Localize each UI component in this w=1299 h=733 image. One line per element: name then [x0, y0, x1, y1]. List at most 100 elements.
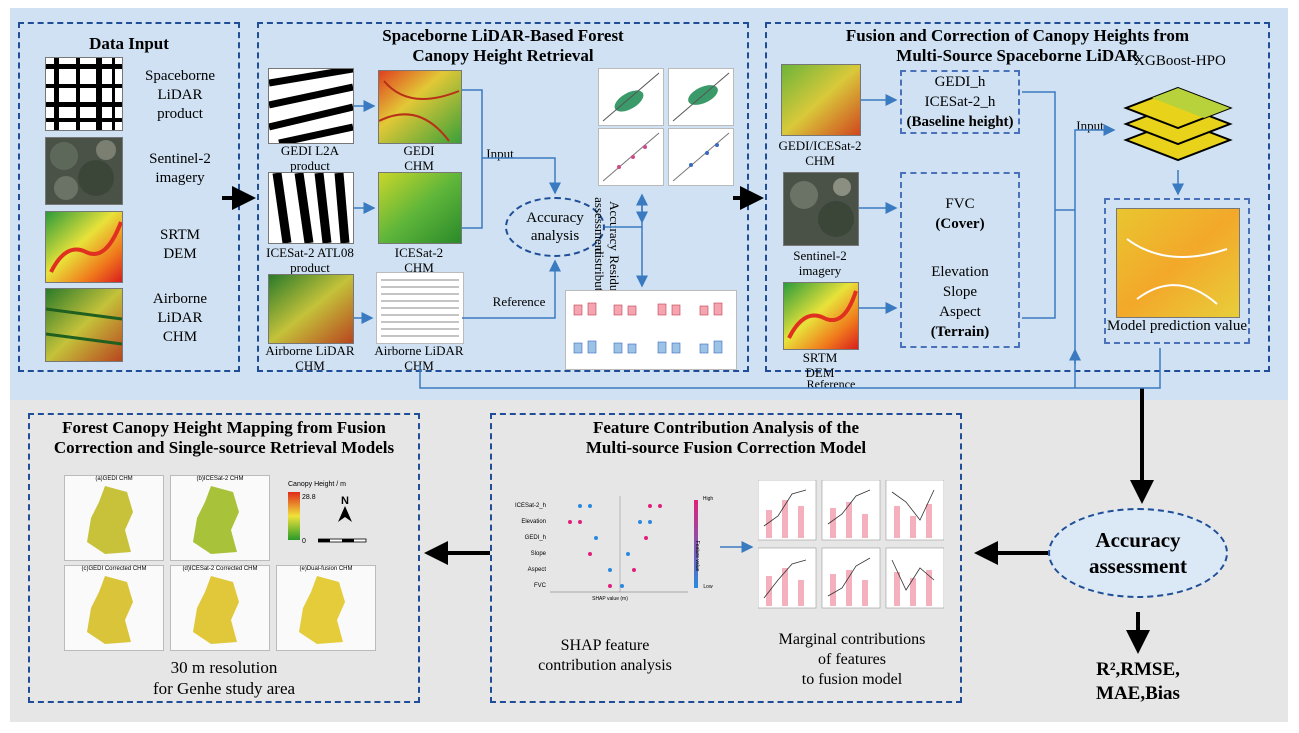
feature-panel: Feature Contribution Analysis of the Mul… [490, 413, 962, 703]
baseline-height-box: GEDI_h ICESat-2_h (Baseline height) [900, 70, 1020, 134]
metrics-line2: MAE,Bias [1096, 683, 1180, 704]
baseline-icesat-h: ICESat-2_h [924, 94, 996, 110]
map-title: (b)ICESat-2 CHM [196, 476, 244, 482]
sentinel-label-1: Sentinel-2 [149, 151, 211, 167]
cover-fvc: FVC [945, 196, 975, 212]
srtm-label-1: SRTM [160, 227, 200, 243]
airborne-chm-image [45, 288, 123, 362]
sentinel-fusion-label-1: Sentinel-2 [793, 248, 847, 263]
marginal-caption-line3: to fusion model [801, 671, 903, 688]
airborne-table-label-2: CHM [404, 358, 434, 373]
srtm-dem-image [45, 211, 123, 283]
airborne-label-2: LiDAR [157, 310, 203, 326]
baseline-height-label: (Baseline height) [906, 114, 1014, 130]
shap-feature-label: FVC [534, 583, 546, 589]
terrain-aspect: Aspect [939, 304, 981, 320]
spaceborne-label-3: product [157, 106, 203, 122]
cover-label: (Cover) [935, 216, 985, 232]
airborne-label-1: Airborne [152, 291, 208, 307]
model-prediction-box: Model prediction value [1104, 198, 1250, 344]
xgboost-label: XGBoost-HPO [1134, 53, 1226, 69]
legend-colorbar [288, 492, 300, 540]
icesat-atl08-label-2: product [290, 260, 330, 275]
retrieval-panel: Spaceborne LiDAR-Based Forest Canopy Hei… [257, 22, 749, 372]
retrieval-title-line1: Spaceborne LiDAR-Based Forest [382, 26, 624, 45]
shap-caption-line1: SHAP feature [560, 637, 650, 654]
map-title: (d)ICESat-2 Corrected CHM [182, 566, 258, 572]
airborne-table-thumbnail [376, 272, 464, 344]
icesat-chm-image [378, 172, 462, 244]
gedi-chm-image [378, 70, 462, 144]
sentinel-2-image [45, 137, 123, 205]
data-input-title: Data Input [89, 34, 169, 53]
spaceborne-lidar-product-image [45, 57, 123, 131]
mapping-title-line2: Correction and Single-source Retrieval M… [53, 438, 395, 457]
mapping-caption-line1: 30 m resolution [170, 658, 278, 677]
srtm-fusion-label-2: DEM [805, 365, 835, 380]
metrics-line1: R²,RMSE, [1096, 659, 1180, 680]
gedi-chm-label-1: GEDI [403, 143, 435, 158]
gedi-l2a-label-1: GEDI L2A [280, 143, 340, 158]
shap-feature-label: Slope [530, 551, 546, 557]
srtm-label-2: DEM [163, 246, 197, 262]
shap-high-label: High [702, 496, 714, 502]
scale-bar-icon [318, 538, 367, 543]
mapping-caption-line2: for Genhe study area [152, 679, 296, 698]
retrieval-title-line2: Canopy Height Retrieval [412, 46, 594, 65]
marginal-caption-line2: of features [818, 651, 886, 668]
gedi-icesat-chm-image [781, 64, 861, 136]
feature-title-line2: Multi-source Fusion Correction Model [585, 438, 867, 457]
model-prediction-label: Model prediction value [1107, 318, 1247, 334]
shap-feature-label: GEDI_h [524, 535, 546, 541]
airborne-retrieval-label-1: Airborne LiDAR [265, 343, 355, 358]
terrain-elevation: Elevation [931, 264, 989, 280]
map-title: (e)Dual-fusion CHM [299, 566, 353, 572]
legend-min: 0 [302, 538, 306, 545]
mapping-title-line1: Forest Canopy Height Mapping from Fusion [62, 418, 386, 437]
icesat-chm-label-1: ICESat-2 [394, 245, 444, 260]
airborne-label-3: CHM [162, 329, 198, 345]
shap-feature-label: Aspect [527, 567, 546, 573]
accuracy-analysis-line2: analysis [530, 228, 580, 244]
gedi-icesat-chm-label-2: CHM [805, 153, 835, 168]
gedi-icesat-chm-label-1: GEDI/ICESat-2 [778, 138, 862, 153]
fusion-panel: Fusion and Correction of Canopy Heights … [765, 22, 1270, 372]
icesat-atl08-label-1: ICESat-2 ATL08 [266, 245, 354, 260]
marginal-plots-grid [757, 479, 945, 610]
legend-max: 28.8 [302, 494, 316, 501]
airborne-retrieval-label-2: CHM [295, 358, 325, 373]
map-icesat-chm: (b)ICESat-2 CHM [170, 475, 270, 561]
legend-title: Canopy Height / m [288, 481, 346, 488]
retrieval-reference-label: Reference [492, 294, 546, 309]
srtm-fusion-label-1: SRTM [802, 350, 838, 365]
spaceborne-label-1: Spaceborne [145, 68, 215, 84]
icesat-chm-label-2: CHM [404, 260, 434, 275]
map-title: (c)GEDI Corrected CHM [81, 566, 147, 572]
shap-feature-label: ICESat-2_h [514, 503, 546, 509]
map-gedi-corrected-chm: (c)GEDI Corrected CHM [64, 565, 164, 651]
gedi-l2a-image [268, 68, 354, 144]
residual-boxplot-thumbnail [565, 290, 737, 370]
north-arrow-icon [338, 506, 352, 522]
xgboost-layers-icon [1123, 86, 1233, 162]
shap-caption-line2: contribution analysis [538, 657, 672, 674]
map-title: (a)GEDI CHM [95, 476, 133, 482]
shap-dots [550, 496, 688, 593]
icesat-atl08-image [268, 172, 354, 244]
sentinel-fusion-label-2: imagery [798, 263, 842, 278]
scatter-plot-thumbnail [668, 128, 734, 186]
baseline-gedi-h: GEDI_h [934, 74, 986, 90]
shap-xlabel: SHAP value (m) [592, 596, 628, 602]
marginal-caption-line1: Marginal contributions [778, 631, 926, 648]
accuracy-assessment-line1: Accuracy [1095, 528, 1181, 552]
terrain-slope: Slope [942, 284, 978, 300]
accuracy-assessment-line2: assessment [1089, 554, 1187, 578]
scatter-plot-thumbnail [598, 128, 664, 186]
fusion-title-line1: Fusion and Correction of Canopy Heights … [845, 26, 1190, 45]
north-label: N [341, 495, 349, 507]
spaceborne-label-2: LiDAR [157, 87, 203, 103]
shap-feature-label: Elevation [521, 519, 546, 525]
terrain-label: (Terrain) [930, 324, 990, 340]
shap-summary-plot: ICESat-2_h Elevation GEDI_h Slope Aspect… [500, 496, 713, 606]
